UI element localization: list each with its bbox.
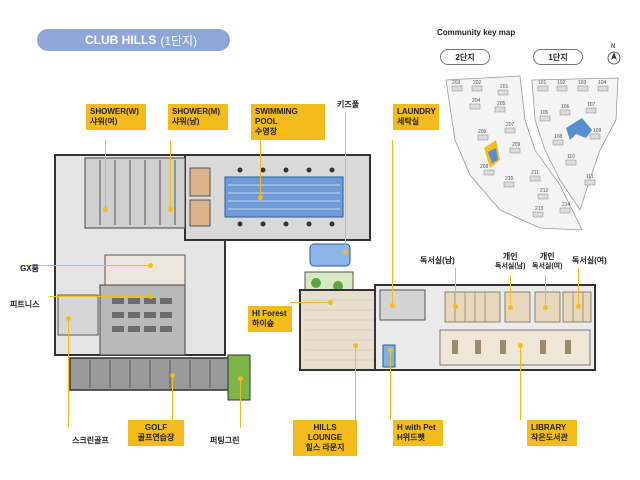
sauna-top [189,167,211,197]
marker-reading-m [453,304,458,309]
marker-shower-w [103,207,108,212]
leader-private-m [510,275,511,307]
bldg-203: 203 [452,80,461,86]
swimming-pool [224,176,344,218]
leader-laundry [392,140,393,305]
label-kids-pool: 키즈풀 [337,100,360,109]
bldg-206: 206 [478,129,487,135]
bldg-103: 103 [578,80,587,86]
marker-library [518,343,523,348]
bldg-207: 207 [506,122,515,128]
bldg-214: 214 [562,202,571,208]
label-shower-m: SHOWER(M)샤워(남) [168,104,228,130]
bldg-105: 105 [540,110,549,116]
marker-laundry [390,303,395,308]
marker-pool [258,195,263,200]
marker-shower-m [168,207,173,212]
bldg-209: 209 [512,142,521,148]
page-title: CLUB HILLS (1단지) [37,29,230,51]
marker-lounge [353,343,358,348]
leader-pool [260,140,261,198]
leader-putting [240,378,241,428]
marker-private-m [508,305,513,310]
bldg-106: 106 [561,104,570,110]
label-reading-m: 독서실(남) [420,256,455,265]
shower-area [84,157,186,229]
gx-room [104,254,186,286]
leader-lounge [355,345,356,420]
leader-reading-m [455,268,456,306]
bldg-104: 104 [598,80,607,86]
marker-forest [328,300,333,305]
leader-pet [390,350,391,420]
leader-screen-golf [68,318,69,428]
title-subtitle: (1단지) [160,33,198,48]
bldg-208: 208 [480,164,489,170]
bldg-212: 212 [540,188,549,194]
label-gx-room: GX룸 [20,264,39,273]
marker-gx [148,263,153,268]
marker-putting [238,376,243,381]
bldg-111: 111 [586,174,594,180]
bldg-211: 211 [531,170,539,176]
bldg-102: 102 [557,80,566,86]
leader-shower-w [105,140,106,210]
leader-library [520,345,521,420]
kids-pool [309,243,351,267]
title-text: CLUB HILLS [85,33,157,47]
sauna-bottom [189,199,211,227]
north-label: N [611,44,616,50]
marker-private-w [543,305,548,310]
keymap-title: Community key map [437,28,516,37]
leader-golf [172,375,173,420]
bldg-202: 202 [473,80,482,86]
laundry-room [379,289,426,321]
leader-kids [345,112,346,252]
leader-forest [290,302,330,303]
keymap-complex2-button[interactable]: 2단지 [440,49,490,65]
leader-private-w [545,275,546,307]
label-fitness: 피트니스 [10,300,40,309]
leader-gx [25,265,150,266]
bldg-109: 109 [593,128,602,134]
marker-golf [170,373,175,378]
leader-shower-m [170,140,171,210]
bldg-101: 101 [538,80,547,86]
marker-reading-w [576,304,581,309]
golf-range [69,357,241,391]
label-shower-w: SHOWER(W)샤워(여) [86,104,146,130]
leader-reading-w [578,268,579,306]
leader-fitness [50,296,150,297]
keymap-complex1-button[interactable]: 1단지 [533,49,583,65]
label-putting-green: 퍼팅그린 [210,436,240,445]
bldg-110: 110 [567,154,575,160]
bldg-201: 201 [500,84,509,90]
bldg-205: 205 [497,101,506,107]
marker-kids [343,250,348,255]
bldg-107: 107 [587,102,596,108]
marker-fitness [148,294,153,299]
fitness-side [57,294,99,336]
bldg-213: 213 [535,206,544,212]
label-screen-golf: 스크린골프 [72,436,109,445]
label-reading-w: 독서실(여) [572,256,607,265]
bldg-210: 210 [505,176,514,182]
bldg-204: 204 [472,98,481,104]
marker-screen-golf [66,316,71,321]
bldg-108: 108 [554,134,563,140]
marker-pet [388,348,393,353]
